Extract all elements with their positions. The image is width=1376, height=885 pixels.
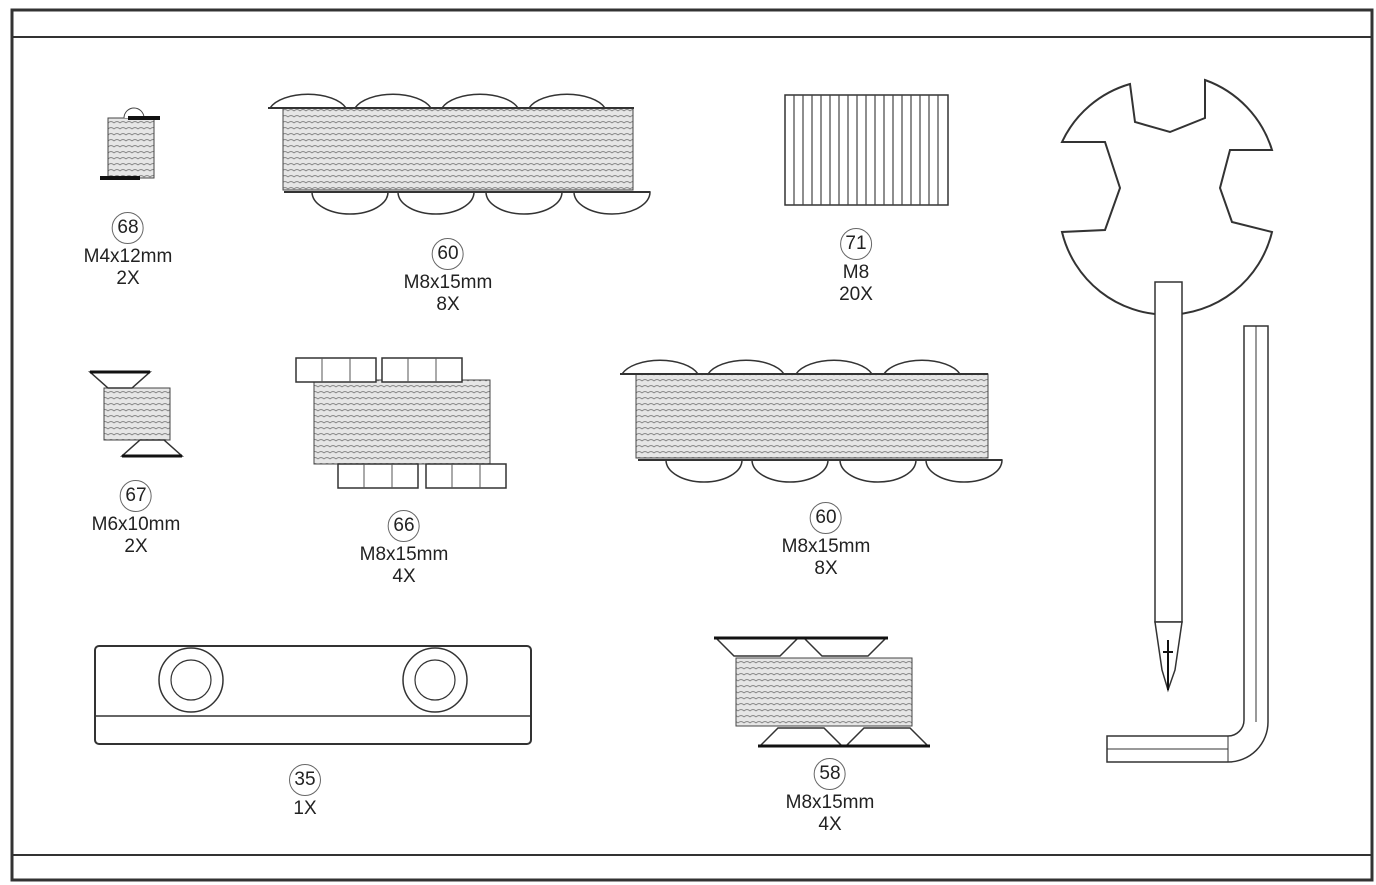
part-quantity: 4X	[392, 566, 416, 587]
part-size: M8x15mm	[785, 792, 875, 813]
part-number-badge: 35	[289, 764, 321, 796]
label-part-60-middle: 60 M8x15mm 8X	[781, 502, 871, 580]
hex-bolts-m8x15-icon	[295, 357, 507, 489]
part-quantity: 8X	[436, 294, 460, 315]
screw-m4x12-icon	[100, 107, 160, 180]
part-size: M8x15mm	[403, 272, 493, 293]
part-number-badge: 66	[388, 510, 420, 542]
part-size: M4x12mm	[83, 246, 173, 267]
label-part-71: 71 M8 20X	[839, 228, 873, 306]
part-number-badge: 68	[112, 212, 144, 244]
washer-stack-m8-icon	[784, 94, 949, 206]
metal-plate-bar-icon	[94, 645, 532, 745]
countersunk-bolts-m8x15-icon	[714, 636, 930, 748]
phillips-screwdriver-icon	[1154, 281, 1183, 693]
part-number-badge: 60	[810, 502, 842, 534]
label-part-67: 67 M6x10mm 2X	[91, 480, 181, 558]
part-size: M8x15mm	[359, 544, 449, 565]
part-quantity: 2X	[116, 268, 140, 289]
part-quantity: 2X	[124, 536, 148, 557]
outer-frame	[10, 8, 1374, 882]
button-head-bolts-top-icon	[268, 93, 651, 215]
part-size: M8x15mm	[781, 536, 871, 557]
label-part-58: 58 M8x15mm 4X	[785, 758, 875, 836]
part-number-badge: 67	[120, 480, 152, 512]
label-part-68: 68 M4x12mm 2X	[83, 212, 173, 290]
part-quantity: 4X	[818, 814, 842, 835]
part-size: M8	[842, 262, 870, 283]
part-quantity: 1X	[293, 798, 317, 819]
button-head-bolts-middle-icon	[620, 359, 1003, 483]
spanner-wrench-icon	[1060, 78, 1274, 316]
part-quantity: 8X	[814, 558, 838, 579]
label-part-60-top: 60 M8x15mm 8X	[403, 238, 493, 316]
part-number-badge: 71	[840, 228, 872, 260]
label-part-35: 35 1X	[289, 764, 321, 820]
label-part-66: 66 M8x15mm 4X	[359, 510, 449, 588]
part-number-badge: 58	[814, 758, 846, 790]
part-number-badge: 60	[432, 238, 464, 270]
part-quantity: 20X	[839, 284, 873, 305]
allen-key-icon	[1106, 325, 1269, 763]
part-size: M6x10mm	[91, 514, 181, 535]
countersunk-screw-m6x10-icon	[88, 370, 184, 458]
